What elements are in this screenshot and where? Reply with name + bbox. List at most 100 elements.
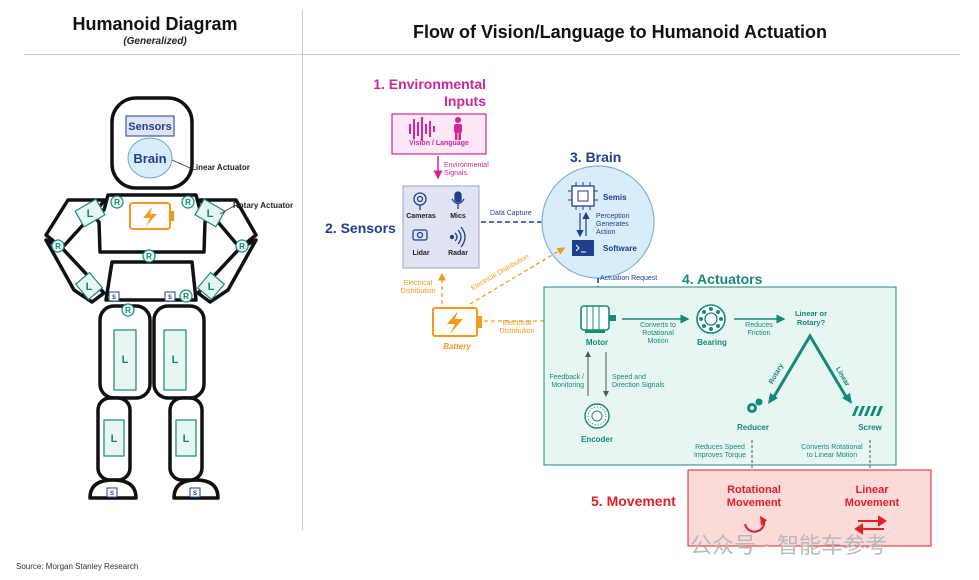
humanoid-brain-label: Brain <box>133 151 166 166</box>
brain-heading: 3. Brain <box>570 149 622 165</box>
electrical-distribution-right-label: Electrical Distribution <box>494 320 540 336</box>
linear-movement-label: Linear Movement <box>836 484 908 510</box>
r-label-6: R <box>125 306 131 315</box>
radar-label: Radar <box>448 250 468 257</box>
radar-icon <box>449 226 466 248</box>
movement-heading: 5. Movement <box>591 493 676 509</box>
r-label-5: R <box>146 252 152 261</box>
elec-right-line-1: Electrical <box>502 320 532 327</box>
linear-movement-line-1: Linear <box>855 484 889 496</box>
actuation-request-label: Actuation Request <box>600 275 658 282</box>
mics-label: Mics <box>450 213 466 220</box>
l-label-2: L <box>207 208 214 220</box>
rotational-movement-line-2: Movement <box>726 497 782 509</box>
linear-or-rotary-line-2: Rotary? <box>796 318 826 327</box>
right-title: Flow of Vision/Language to Humanoid Actu… <box>413 22 827 42</box>
l-label-7: L <box>111 433 118 445</box>
terminal-icon <box>572 240 594 256</box>
sensors-heading: 2. Sensors <box>325 220 396 236</box>
data-capture-label: Data Capture <box>490 210 532 217</box>
gear-icon <box>747 398 763 413</box>
s-label-4: S <box>193 491 197 497</box>
vision-language-label: Vision / Language <box>409 140 469 147</box>
camera-icon <box>413 192 427 210</box>
electrical-distribution-left-label: Electrical Distribution <box>396 280 440 296</box>
rotational-movement-line-1: Rotational <box>727 484 781 496</box>
r-label-1: R <box>114 198 120 207</box>
cameras-label: Cameras <box>406 213 436 220</box>
reduces-speed-label: Reduces Speed Improves Torque <box>688 444 752 460</box>
actuator-l-left-shin <box>103 419 125 457</box>
linear-or-rotary-label: Linear or Rotary? <box>786 309 836 327</box>
l-label-1: L <box>87 208 94 220</box>
speed-direction-label: Speed and Direction Signals <box>612 374 665 390</box>
reduces-friction-line-2: Friction <box>747 330 771 337</box>
r-label-7: R <box>183 292 189 301</box>
env-signals-line-2: Signals <box>444 170 467 177</box>
feedback-line-1: Feedback / <box>549 374 584 381</box>
elec-right-line-2: Distribution <box>499 328 535 335</box>
rotary-joint-right-shoulder <box>181 195 195 209</box>
mic-icon <box>451 191 465 209</box>
humanoid-sensors-label: Sensors <box>128 121 171 133</box>
humanoid-sensors-box <box>125 115 175 137</box>
s-box-left-hand <box>108 291 120 302</box>
env-inputs-box <box>391 113 487 155</box>
actuator-l-left-thigh <box>113 329 137 391</box>
speed-dir-line-2: Direction Signals <box>612 382 665 389</box>
rotary-joint-right-elbow <box>235 239 249 253</box>
actuator-l-left-forearm <box>74 271 104 301</box>
l-label-6: L <box>172 354 179 366</box>
left-title: Humanoid Diagram <box>72 14 238 34</box>
person-icon <box>454 117 462 140</box>
rotary-linear-branch <box>770 333 850 401</box>
converts-rot-line-2: Rotational <box>642 330 674 337</box>
reduces-speed-line-1: Reduces Speed <box>695 444 745 451</box>
source-note: Source: Morgan Stanley Research <box>16 562 139 571</box>
humanoid-brain-circle <box>127 137 173 179</box>
bidirectional-arrow-icon <box>576 211 590 238</box>
perception-line-3: Action <box>596 229 616 236</box>
rotary-actuator-label: Rotary Actuator <box>233 201 293 210</box>
env-heading-line-2: Inputs <box>444 93 486 109</box>
env-heading-line-1: 1. Environmental <box>373 76 486 92</box>
bearing-label: Bearing <box>697 338 727 347</box>
actuator-l-right-thigh <box>163 329 187 391</box>
s-label-1: S <box>112 295 116 301</box>
left-subtitle: (Generalized) <box>123 36 187 47</box>
reduces-friction-label: Reduces Friction <box>737 322 781 338</box>
lidar-icon <box>412 229 428 241</box>
humanoid-diagram: Sensors Brain Linear Actuator Rotary Act… <box>44 96 293 500</box>
rotary-joint-left-shoulder <box>110 195 124 209</box>
rotary-joint-left-hip <box>121 303 135 317</box>
motor-icon <box>580 305 616 333</box>
encoder-label: Encoder <box>580 435 613 444</box>
l-label-3: L <box>86 281 93 293</box>
elec-left-line-1: Electrical <box>403 280 433 287</box>
sound-wave-icon <box>409 117 435 141</box>
s-label-3: S <box>110 491 114 497</box>
lidar-label: Lidar <box>412 250 430 257</box>
reduces-speed-line-2: Improves Torque <box>693 452 746 459</box>
s-box-right-hand <box>164 291 176 302</box>
humanoid-pelvis <box>104 260 198 302</box>
horizontal-divider <box>24 54 960 55</box>
rotary-joint-right-hip <box>179 289 193 303</box>
motor-label: Motor <box>585 338 609 347</box>
actuator-l-left-upper-arm <box>74 198 106 228</box>
sensors-box <box>402 185 480 269</box>
battery-icon <box>432 307 482 337</box>
watermark: 公众号 · 智能车参考 <box>690 534 887 559</box>
vertical-divider <box>302 10 303 530</box>
perception-label: Perception Generates Action <box>596 213 629 237</box>
s-label-2: S <box>168 295 172 301</box>
movement-box <box>687 469 932 547</box>
screw-label: Screw <box>858 423 882 432</box>
converts-lin-line-1: Converts Rotational <box>801 444 863 451</box>
rotation-icon <box>744 516 767 533</box>
converts-rotational-label: Converts to Rotational Motion <box>632 322 684 346</box>
reducer-label: Reducer <box>736 423 769 432</box>
rotary-joint-left-elbow <box>51 239 65 253</box>
converts-lin-line-2: to Linear Motion <box>806 452 858 459</box>
s-box-left-foot <box>106 487 118 498</box>
